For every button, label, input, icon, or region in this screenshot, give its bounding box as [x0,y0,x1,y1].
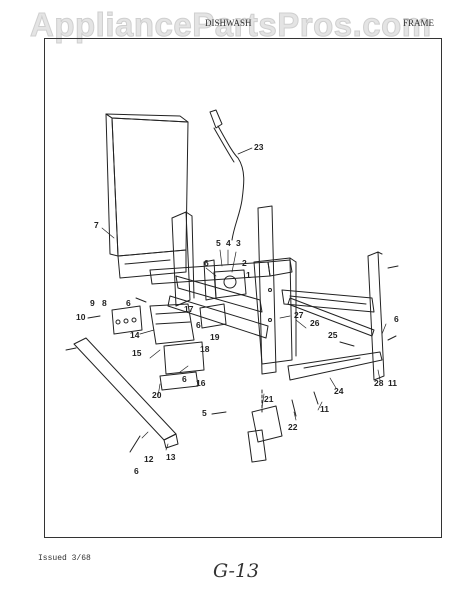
callout-27: 27 [294,310,304,320]
header-right: FRAME [403,18,435,28]
leader-lines [101,147,387,451]
part-16-18 [159,341,205,391]
control-block [149,303,195,345]
callout-6f: 6 [134,466,139,476]
panel-frame [105,113,189,279]
callout-6a: 6 [204,258,209,268]
callout-15: 15 [132,348,142,358]
callout-6b: 6 [126,298,131,308]
callout-28: 28 [374,378,384,388]
callout-2: 2 [242,258,247,268]
callout-labels: 7 23 5 4 3 6 2 1 9 8 6 10 14 15 17 6 19 … [76,142,399,476]
header-left: DISHWASH [205,18,252,28]
callout-5b: 5 [202,408,207,418]
watermark: AppliancePartsPros.com [30,6,432,44]
page-code: G-13 [213,560,260,582]
callout-6c: 6 [196,320,201,330]
callout-9: 9 [90,298,95,308]
callout-17: 17 [184,304,194,314]
callout-14: 14 [130,330,140,340]
callout-20: 20 [152,390,162,400]
callout-6e: 6 [394,314,399,324]
main-frame [149,259,293,339]
power-cord [209,109,245,241]
callout-10: 10 [76,312,86,322]
callout-19: 19 [210,332,220,342]
callout-5a: 5 [216,238,221,248]
callout-4: 4 [226,238,231,248]
callout-21: 21 [264,394,274,404]
diagram-frame [44,38,442,538]
switch-assembly [111,305,143,335]
callout-8: 8 [102,298,107,308]
callout-13: 13 [166,452,176,462]
center-upright [253,205,297,375]
right-post [367,251,385,381]
callout-11b: 11 [320,404,329,414]
callout-1: 1 [246,270,251,280]
left-upright [171,211,195,307]
callout-11a: 11 [388,378,397,388]
callout-6d: 6 [182,374,187,384]
callout-22: 22 [288,422,298,432]
bracket-19 [199,303,227,329]
base-bar-24 [287,351,383,381]
screws [65,265,399,453]
callout-7: 7 [94,220,99,230]
callout-18: 18 [200,344,210,354]
long-bar-13 [73,337,179,449]
callout-26: 26 [310,318,320,328]
callout-25: 25 [328,330,338,340]
callout-24: 24 [334,386,344,396]
callout-23: 23 [254,142,264,152]
callout-3: 3 [236,238,241,248]
callout-16: 16 [196,378,206,388]
issued-date: Issued 3/68 [38,554,91,563]
motor-bracket [203,259,247,301]
callout-12: 12 [144,454,154,464]
